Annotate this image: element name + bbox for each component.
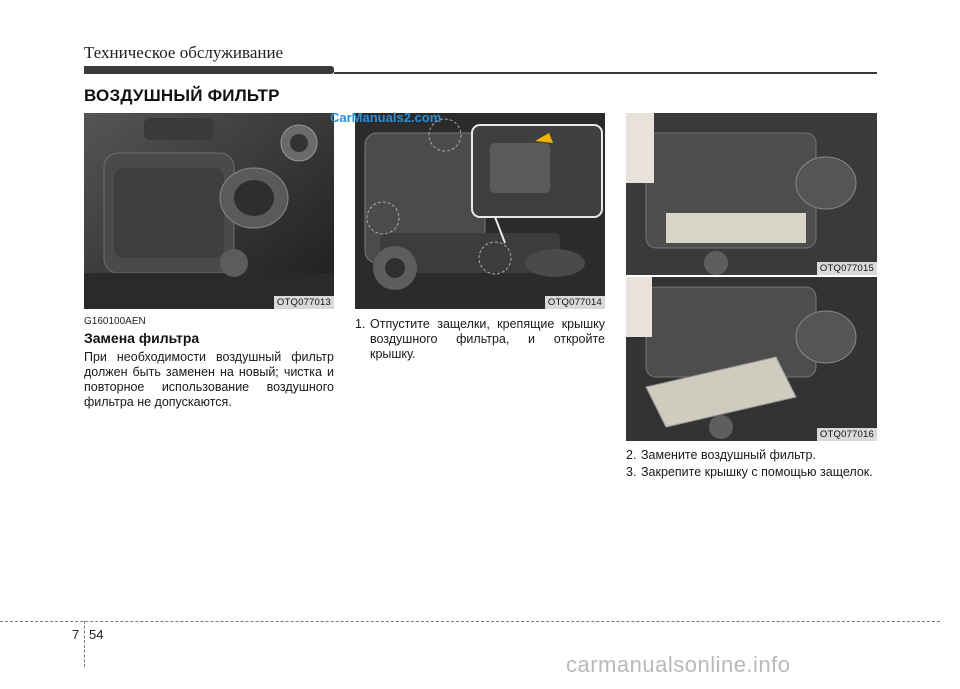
header-rule (334, 72, 877, 74)
step-text: Отпустите защелки, крепящие крышку возду… (370, 317, 605, 361)
body-paragraph: При необходимости воздушный фильтр долже… (84, 350, 334, 409)
step-item: 2. Замените воздушный фильтр. (626, 448, 877, 463)
photo-caption: OTQ077014 (544, 296, 605, 309)
section-code: G160100AEN (84, 316, 146, 327)
engine-photo-2: OTQ077014 (355, 113, 605, 309)
step-number: 3. (626, 465, 637, 479)
engine-photo-4: OTQ077016 (626, 277, 877, 441)
engine-photo-1: OTQ077013 (84, 113, 334, 309)
subheading: Замена фильтра (84, 330, 200, 346)
step-text: Замените воздушный фильтр. (641, 448, 816, 462)
header-bar (84, 66, 334, 74)
watermark-link[interactable]: CarManuals2.com (330, 110, 442, 125)
step-list-right: 2. Замените воздушный фильтр. 3. Закрепи… (626, 448, 877, 480)
step-item: 1. Отпустите защелки, крепящие крышку во… (355, 317, 605, 362)
photo-caption: OTQ077016 (816, 428, 877, 441)
chapter-number: 7 (72, 627, 80, 642)
engine-photo-3: OTQ077015 (626, 113, 877, 275)
photo-caption: OTQ077013 (273, 296, 334, 309)
running-header: Техническое обслуживание (84, 43, 284, 62)
step-list-middle: 1. Отпустите защелки, крепящие крышку во… (355, 317, 605, 362)
step-text: Закрепите крышку с помощью защелок. (641, 465, 873, 479)
step-item: 3. Закрепите крышку с помощью защелок. (626, 465, 877, 480)
footer-rule (0, 621, 940, 622)
photo-caption: OTQ077015 (816, 262, 877, 275)
step-number: 1. (355, 317, 366, 331)
footer-watermark: carmanualsonline.info (566, 652, 791, 677)
page-number: 54 (89, 627, 104, 642)
footer-divider (84, 621, 85, 667)
step-number: 2. (626, 448, 637, 462)
section-title: ВОЗДУШНЫЙ ФИЛЬТР (84, 86, 280, 105)
